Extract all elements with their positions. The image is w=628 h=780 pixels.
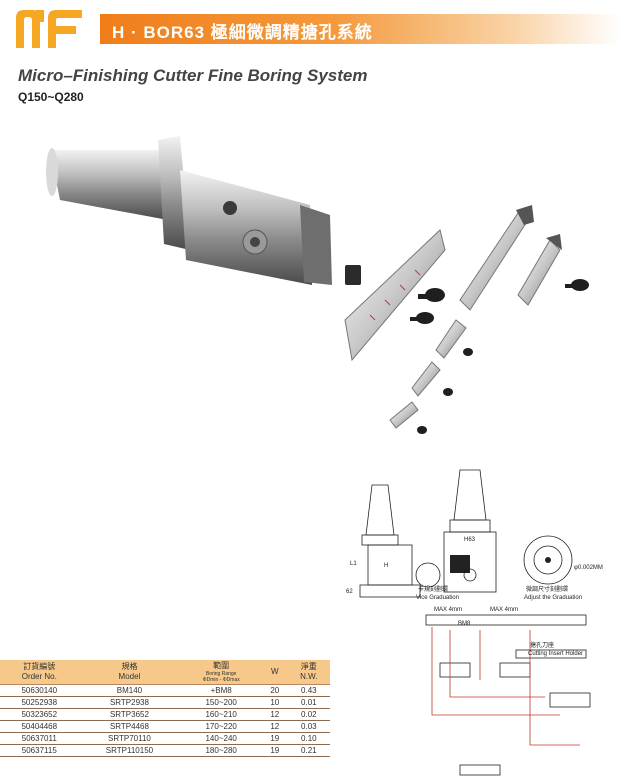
cell-w: 12 — [262, 708, 288, 721]
table-row: 50630140 BM140 +BM8 20 0.43 — [0, 684, 330, 697]
size-range: Q150~Q280 — [18, 90, 84, 104]
label-cutting-zh: 搪孔刀座 — [530, 641, 554, 649]
header-w: W — [262, 660, 288, 685]
cell-range: 180~280 — [180, 744, 262, 757]
dim-l1: L1 — [350, 561, 357, 567]
label-vice: Vice Graduation — [416, 595, 459, 601]
cell-w: 12 — [262, 720, 288, 733]
cell-nw: 0.03 — [287, 720, 330, 733]
table-row: 50252938 SRTP2938 150~200 10 0.01 — [0, 696, 330, 709]
cell-order: 50637011 — [0, 732, 79, 745]
label-precision: φ0.002MM — [574, 565, 603, 571]
header-range: 範圍 Boring Range ΦDmin - ΦDmax — [180, 660, 262, 685]
taper-shank — [50, 150, 168, 220]
cell-nw: 0.01 — [287, 696, 330, 709]
cell-model: SRTP4468 — [78, 720, 181, 733]
cell-w: 20 — [262, 684, 288, 697]
cell-range: 140~240 — [180, 732, 262, 745]
dim-h63: H63 — [464, 537, 476, 543]
cell-model: SRTP2938 — [78, 696, 181, 709]
cell-order: 50252938 — [0, 696, 79, 709]
header-banner — [100, 14, 620, 44]
cartridge-small-1 — [435, 319, 467, 359]
header-title: H · BOR63 極細微調精搪孔系統 — [112, 23, 373, 42]
cell-order: 50404468 — [0, 720, 79, 733]
cell-model: BM140 — [78, 684, 181, 697]
cell-nw: 0.02 — [287, 708, 330, 721]
label-vice-zh: 卡規刻劃環 — [418, 585, 448, 593]
cell-nw: 0.10 — [287, 732, 330, 745]
cell-order: 50637115 — [0, 744, 79, 757]
label-adjust: Adjust the Graduation — [524, 595, 582, 601]
technical-drawing: L1 62 H H63 卡規刻劃環 Vice Graduation 微調尺寸刻劃… — [346, 469, 603, 776]
cartridge-medium — [517, 239, 561, 306]
cell-w: 19 — [262, 744, 288, 757]
cell-w: 10 — [262, 696, 288, 709]
cell-range: 160~210 — [180, 708, 262, 721]
cell-range: +BM8 — [180, 684, 262, 697]
dim-62: 62 — [346, 589, 353, 595]
cell-w: 19 — [262, 732, 288, 745]
label-bm8: BM8 — [458, 621, 471, 627]
cell-range: 170~220 — [180, 720, 262, 733]
cell-model: SRTP3652 — [78, 708, 181, 721]
label-max-2: MAX 4mm — [490, 607, 518, 613]
dim-h: H — [384, 563, 388, 569]
cell-range: 150~200 — [180, 696, 262, 709]
cell-nw: 0.21 — [287, 744, 330, 757]
company-logo — [16, 10, 82, 48]
cartridge-small-3 — [389, 401, 419, 429]
flange — [158, 136, 190, 250]
adjusting-bar — [344, 229, 446, 362]
nut — [345, 265, 361, 285]
cell-order: 50630140 — [0, 684, 79, 697]
table-row: 50404468 SRTP4468 170~220 12 0.03 — [0, 720, 330, 733]
cartridge-small-2 — [411, 361, 441, 397]
label-cutting: Cutting Insert Holder — [528, 651, 583, 657]
cell-order: 50323652 — [0, 708, 79, 721]
table-row: 50323652 SRTP3652 160~210 12 0.02 — [0, 708, 330, 721]
cell-model: SRTP110150 — [78, 744, 181, 757]
label-adjust-zh: 微調尺寸刻劃環 — [526, 585, 568, 593]
page-subtitle: Micro–Finishing Cutter Fine Boring Syste… — [18, 66, 368, 85]
boring-head-body — [180, 170, 312, 285]
cell-nw: 0.43 — [287, 684, 330, 697]
table-row: 50637115 SRTP110150 180~280 19 0.21 — [0, 744, 330, 757]
cell-model: SRTP70110 — [78, 732, 181, 745]
table-row: 50637011 SRTP70110 140~240 19 0.10 — [0, 732, 330, 745]
product-photo — [46, 136, 589, 434]
label-max-1: MAX 4mm — [434, 607, 462, 613]
